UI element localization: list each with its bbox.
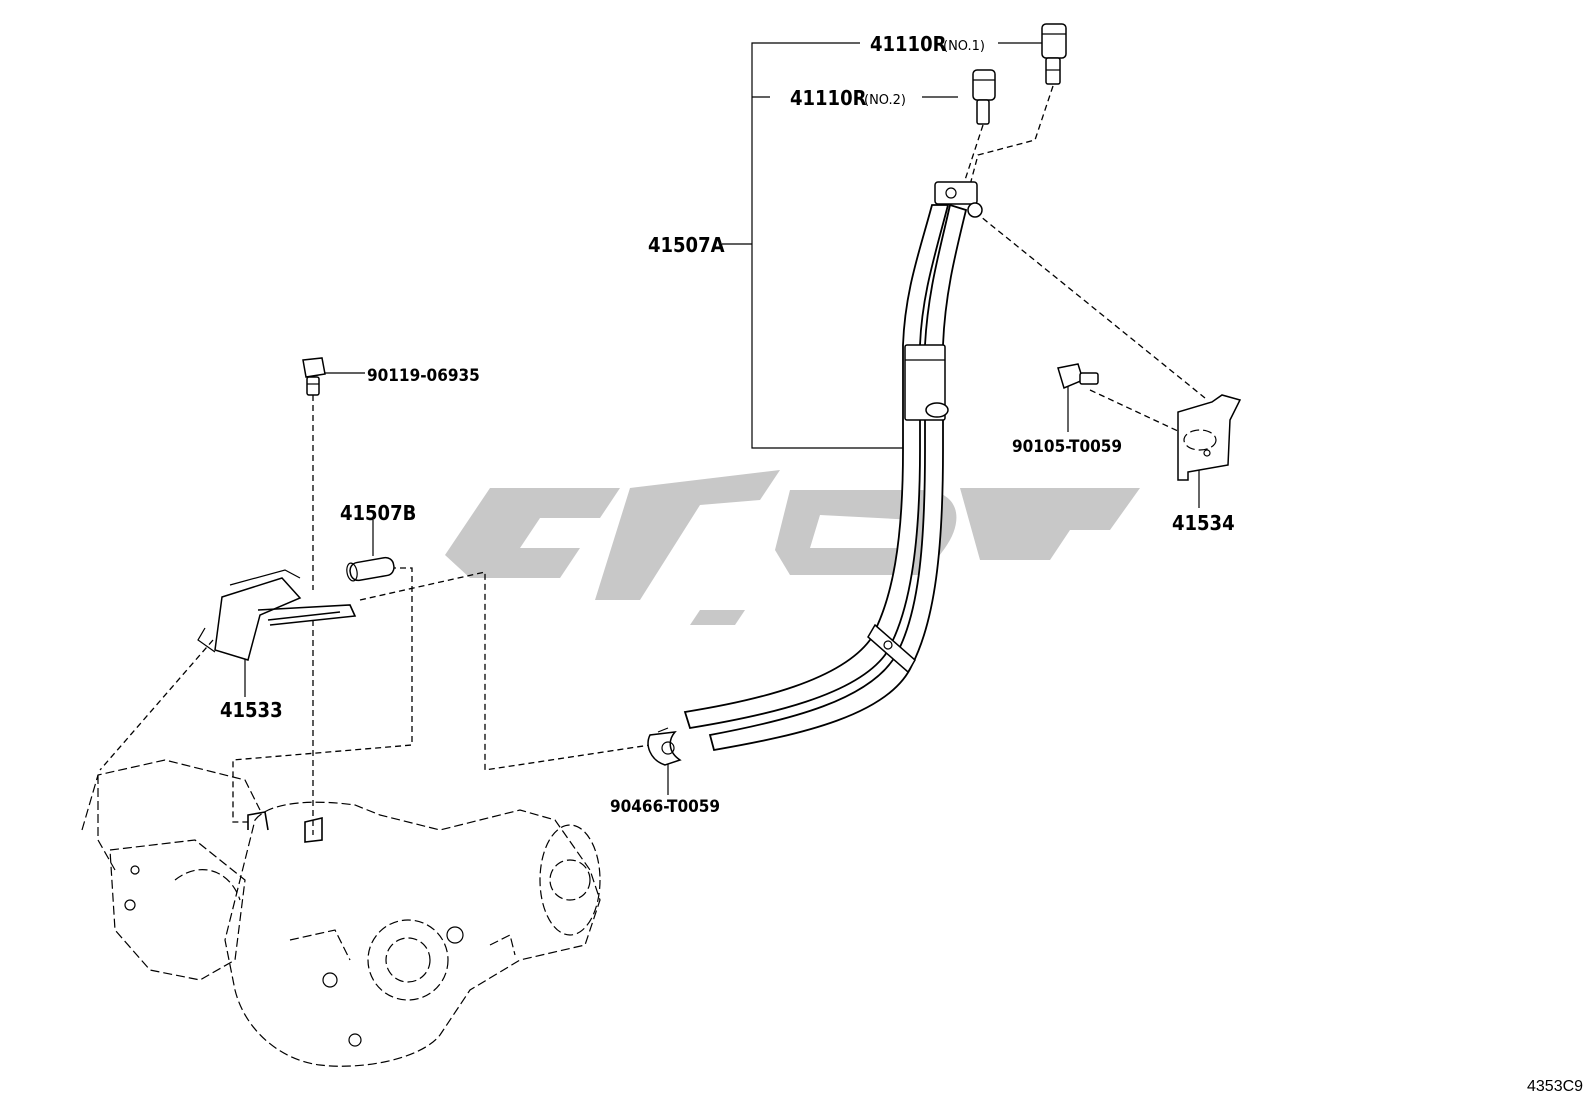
- part-number-41110r-no2: 41110R: [790, 86, 867, 110]
- bolt-90105: [1057, 363, 1099, 390]
- part-number-90119-06935: 90119-06935: [367, 366, 480, 386]
- breather-plug-no1: [1041, 23, 1067, 85]
- assembly-guide-lines: [99, 85, 1206, 835]
- figure-code: 4353C9: [1527, 1078, 1583, 1095]
- breather-plug-no2: [972, 69, 996, 125]
- part-qualifier-no2: (NO.2): [864, 93, 906, 108]
- callout-41110r-no2: 41110R (NO.2): [790, 86, 906, 110]
- pipe-bracket-41533: [197, 569, 357, 661]
- part-number-41534: 41534: [1172, 511, 1235, 535]
- part-qualifier-no1: (NO.1): [943, 39, 985, 54]
- callout-41110r-no1: 41110R (NO.1): [870, 32, 985, 56]
- part-number-90105-t0059: 90105-T0059: [1012, 437, 1122, 457]
- part-number-41533: 41533: [220, 698, 283, 722]
- bolt-90119: [302, 357, 326, 396]
- part-number-41507a: 41507A: [648, 233, 725, 257]
- part-number-90466-t0059: 90466-T0059: [610, 797, 720, 817]
- part-number-41110r-no1: 41110R: [870, 32, 947, 56]
- differential-housing: [81, 759, 601, 1067]
- bracket-41534: [1177, 394, 1242, 481]
- assembly-bracket-41507a: [722, 42, 905, 449]
- sleeve-41507b: [346, 556, 395, 582]
- part-number-41507b: 41507B: [340, 501, 416, 525]
- clamp-90466: [647, 727, 682, 766]
- watermark-logo: [445, 470, 1140, 625]
- breather-hose-41507a: [683, 181, 983, 752]
